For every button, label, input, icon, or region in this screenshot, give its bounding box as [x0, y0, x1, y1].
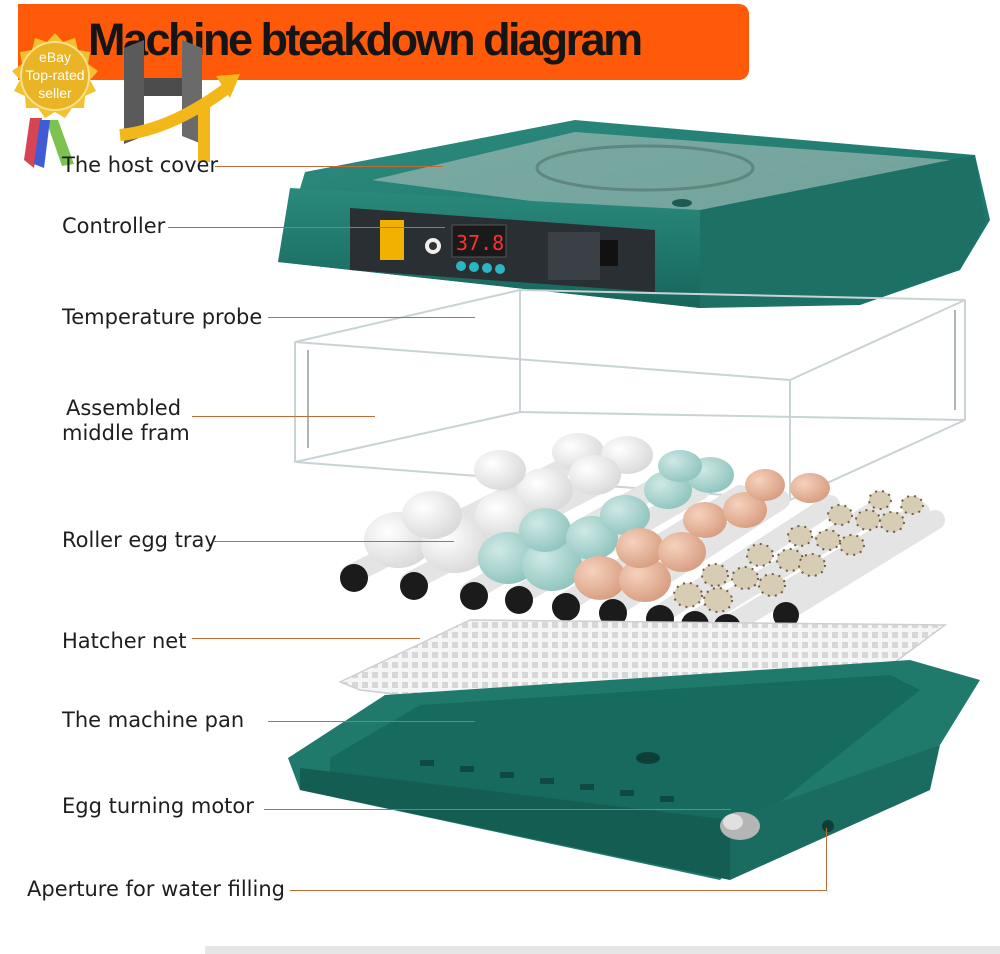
label-machine-pan: The machine pan — [62, 708, 245, 732]
label-controller: Controller — [62, 214, 166, 238]
label-middle-frame-line1: Assembled — [66, 396, 182, 420]
controller-panel: 37.8 — [350, 208, 655, 292]
host-cover: 37.8 — [278, 120, 990, 308]
badge-line2: Top-rated — [25, 67, 84, 83]
page-title: Machine bteakdown diagram — [88, 14, 643, 65]
leader-temperature-probe — [268, 317, 475, 318]
bottom-divider — [205, 946, 1000, 954]
badge-line3: seller — [38, 85, 72, 101]
h-arrow-logo — [119, 40, 240, 162]
label-water-aperture: Aperture for water filling — [27, 877, 285, 901]
ebay-top-rated-badge: eBay Top-rated seller — [12, 33, 98, 168]
leader-hatcher-net — [192, 638, 420, 639]
label-roller-egg-tray: Roller egg tray — [62, 528, 217, 552]
label-egg-turning-motor: Egg turning motor — [62, 794, 254, 818]
label-host-cover: The host cover — [62, 153, 219, 177]
machine-pan — [288, 660, 980, 880]
label-hatcher-net: Hatcher net — [62, 629, 187, 653]
label-temperature-probe: Temperature probe — [62, 305, 263, 329]
leader-middle-frame — [192, 416, 375, 417]
roller-egg-tray — [340, 433, 945, 642]
leader-egg-turning-motor — [264, 809, 731, 810]
leader-host-cover — [215, 166, 443, 167]
badge-line1: eBay — [39, 49, 71, 65]
leader-roller-egg-tray — [214, 541, 454, 542]
leader-water-aperture — [290, 890, 827, 891]
controller-readout: 37.8 — [456, 231, 504, 255]
egg-turning-motor — [720, 812, 760, 840]
leader-water-aperture-vertical — [826, 828, 827, 890]
leader-machine-pan — [268, 721, 475, 722]
middle-frame — [294, 288, 966, 502]
label-middle-frame-line2: middle fram — [62, 421, 190, 445]
leader-controller — [168, 227, 445, 228]
